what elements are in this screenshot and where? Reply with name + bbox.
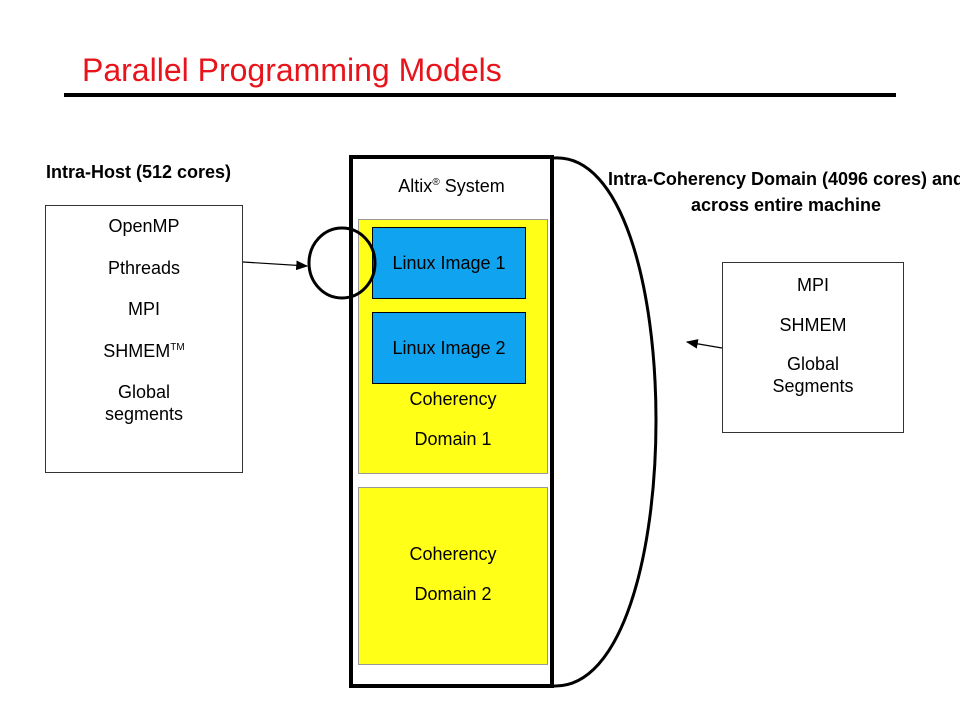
slide-title: Parallel Programming Models	[82, 52, 502, 88]
intra-host-heading: Intra-Host (512 cores)	[46, 162, 232, 182]
altix-label-main: Altix	[398, 176, 433, 196]
domain-1-label: Coherency Domain 1	[358, 389, 548, 468]
domain-1-line2: Domain 1	[414, 428, 492, 449]
domain-1-line1: Coherency	[409, 389, 497, 409]
model-openmp: OpenMP	[108, 216, 180, 236]
model-global-segments: Global segments	[104, 382, 184, 424]
intra-host-arrow	[242, 260, 309, 271]
intra-host-models-box: OpenMP Pthreads MPI SHMEMTM Global segme…	[45, 205, 243, 473]
linux-image-1: Linux Image 1	[372, 227, 526, 299]
image-1-highlight-ellipse	[307, 226, 377, 300]
model-mpi-right: MPI	[796, 275, 829, 295]
title-underline	[64, 93, 896, 97]
altix-system-label: Altix® System	[349, 176, 554, 197]
intra-coherency-heading: Intra-Coherency Domain (4096 cores) and …	[607, 169, 960, 216]
intra-coherency-models-box: MPI SHMEM Global Segments	[722, 262, 904, 433]
domain-2-line1: Coherency	[409, 544, 497, 564]
model-mpi: MPI	[127, 299, 160, 320]
linux-image-2: Linux Image 2	[372, 312, 526, 384]
machine-span-arc	[553, 156, 658, 688]
coherency-domain-2	[358, 487, 548, 665]
trademark-superscript: TM	[170, 341, 185, 353]
altix-label-rest: System	[439, 176, 505, 196]
domain-2-label: Coherency Domain 2	[358, 544, 548, 623]
model-global-segments-right: Global Segments	[772, 354, 854, 396]
shmem-label: SHMEM	[103, 340, 171, 361]
model-pthreads: Pthreads	[107, 257, 181, 278]
model-shmem: SHMEMTM	[46, 341, 242, 363]
model-shmem-right: SHMEM	[779, 314, 847, 335]
registered-mark: ®	[432, 177, 440, 188]
domain-2-line2: Domain 2	[414, 583, 492, 604]
intra-coherency-arrow	[685, 339, 723, 349]
